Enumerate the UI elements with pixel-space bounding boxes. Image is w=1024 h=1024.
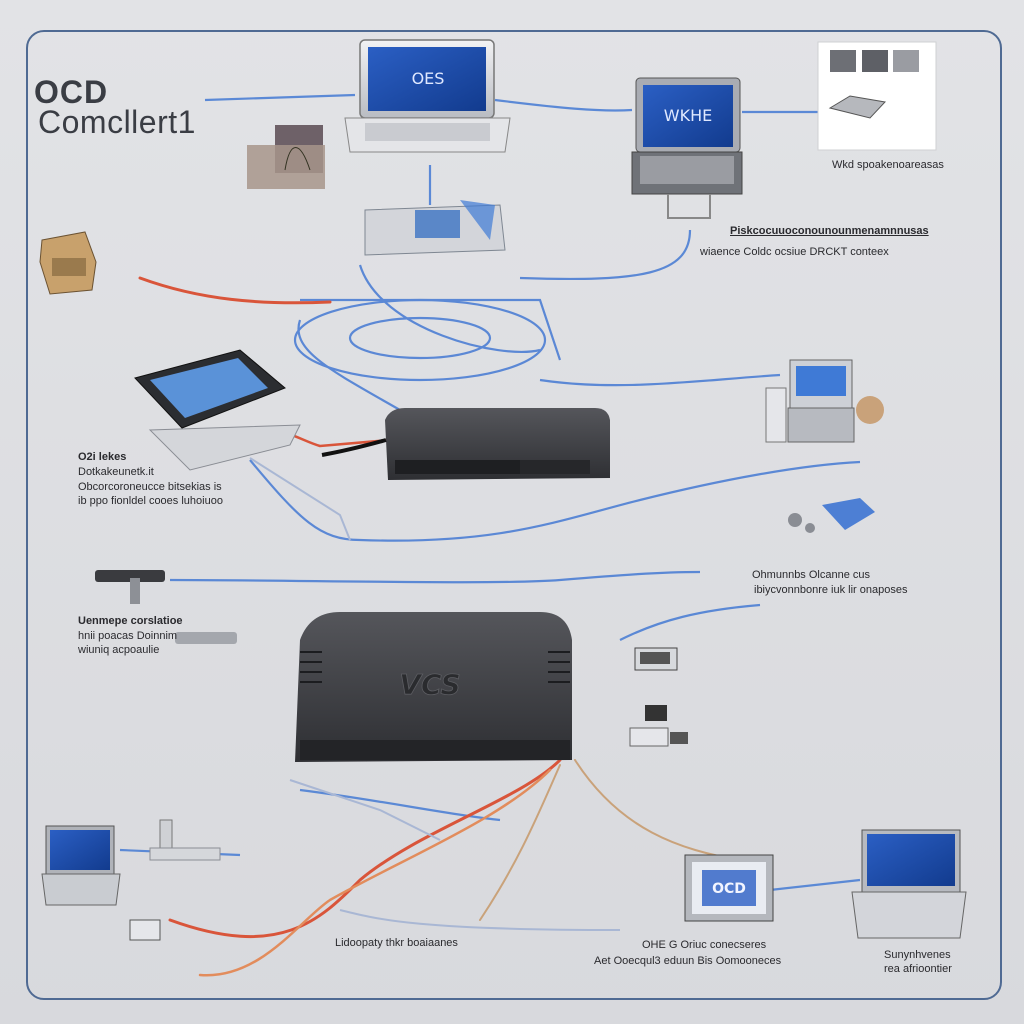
label-left-b3: wiuniq acpoaulie [78, 644, 160, 656]
right-desktop [765, 359, 884, 443]
label-right-mid-2: ibiycvonnbonre iuk lir onaposes [754, 584, 908, 596]
label-mid-right-1: Piskcocuuoconounounmenamnnusas [730, 225, 929, 237]
bottom-monitor [684, 854, 774, 922]
label-bottom-r1: Sunynhvenes [884, 949, 951, 961]
probe-tool [95, 570, 237, 644]
label-bottom-3: Aet Ooecqul3 eduun Bis Oomooneces [594, 955, 782, 967]
top-laptop [344, 39, 511, 153]
right-laptop [631, 77, 743, 219]
label-bottom-2: OHE G Oriuc conecseres [642, 939, 767, 951]
vcs-device [295, 612, 572, 762]
label-bottom-1: Lidoopaty thkr boaiaanes [335, 937, 458, 949]
label-left-b2: hnii poacas Doinnim [78, 630, 178, 642]
label-top-right: Wkd spoakenoareasas [832, 159, 944, 171]
label-left-1: O2i lekes [78, 451, 127, 463]
right-laptop-screen-text: WKHE [664, 106, 712, 125]
top-laptop-screen-text: OES [412, 69, 445, 88]
label-mid-right-2: wiaence Coldc ocsiue DRCKT conteex [700, 246, 889, 258]
label-left-b1: Uenmepe corslatioe [78, 615, 183, 627]
diagram-frame [26, 30, 1002, 1000]
connector-parts [629, 498, 875, 747]
vcs-device-label: VCS [399, 668, 460, 701]
link-outlines [249, 457, 621, 931]
label-left-2: Dotkakeunetk.it [78, 466, 154, 478]
obd-interface-box [321, 408, 610, 480]
bottom-monitor-text: OCD [712, 881, 746, 897]
module-card [247, 125, 325, 189]
interface-machine [364, 200, 506, 256]
box-part [39, 231, 97, 295]
bottom-left-laptop [41, 819, 221, 941]
blue-wires [119, 93, 861, 892]
inset-photo [817, 41, 937, 151]
label-left-3: Obcorcoroneucce bitsekias is [78, 481, 222, 493]
diagram-title-line1: OCD [34, 74, 109, 110]
diagram-title-line2: Comcllert1 [38, 104, 196, 140]
label-left-4: ib ppo fionldel cooes luhoiuoo [78, 495, 223, 507]
tablet-device [134, 349, 301, 471]
label-right-mid-1: Ohmunnbs Olcanne cus [752, 569, 871, 581]
bottom-right-laptop [851, 829, 967, 939]
label-bottom-r2: rea afrioontier [884, 963, 952, 975]
